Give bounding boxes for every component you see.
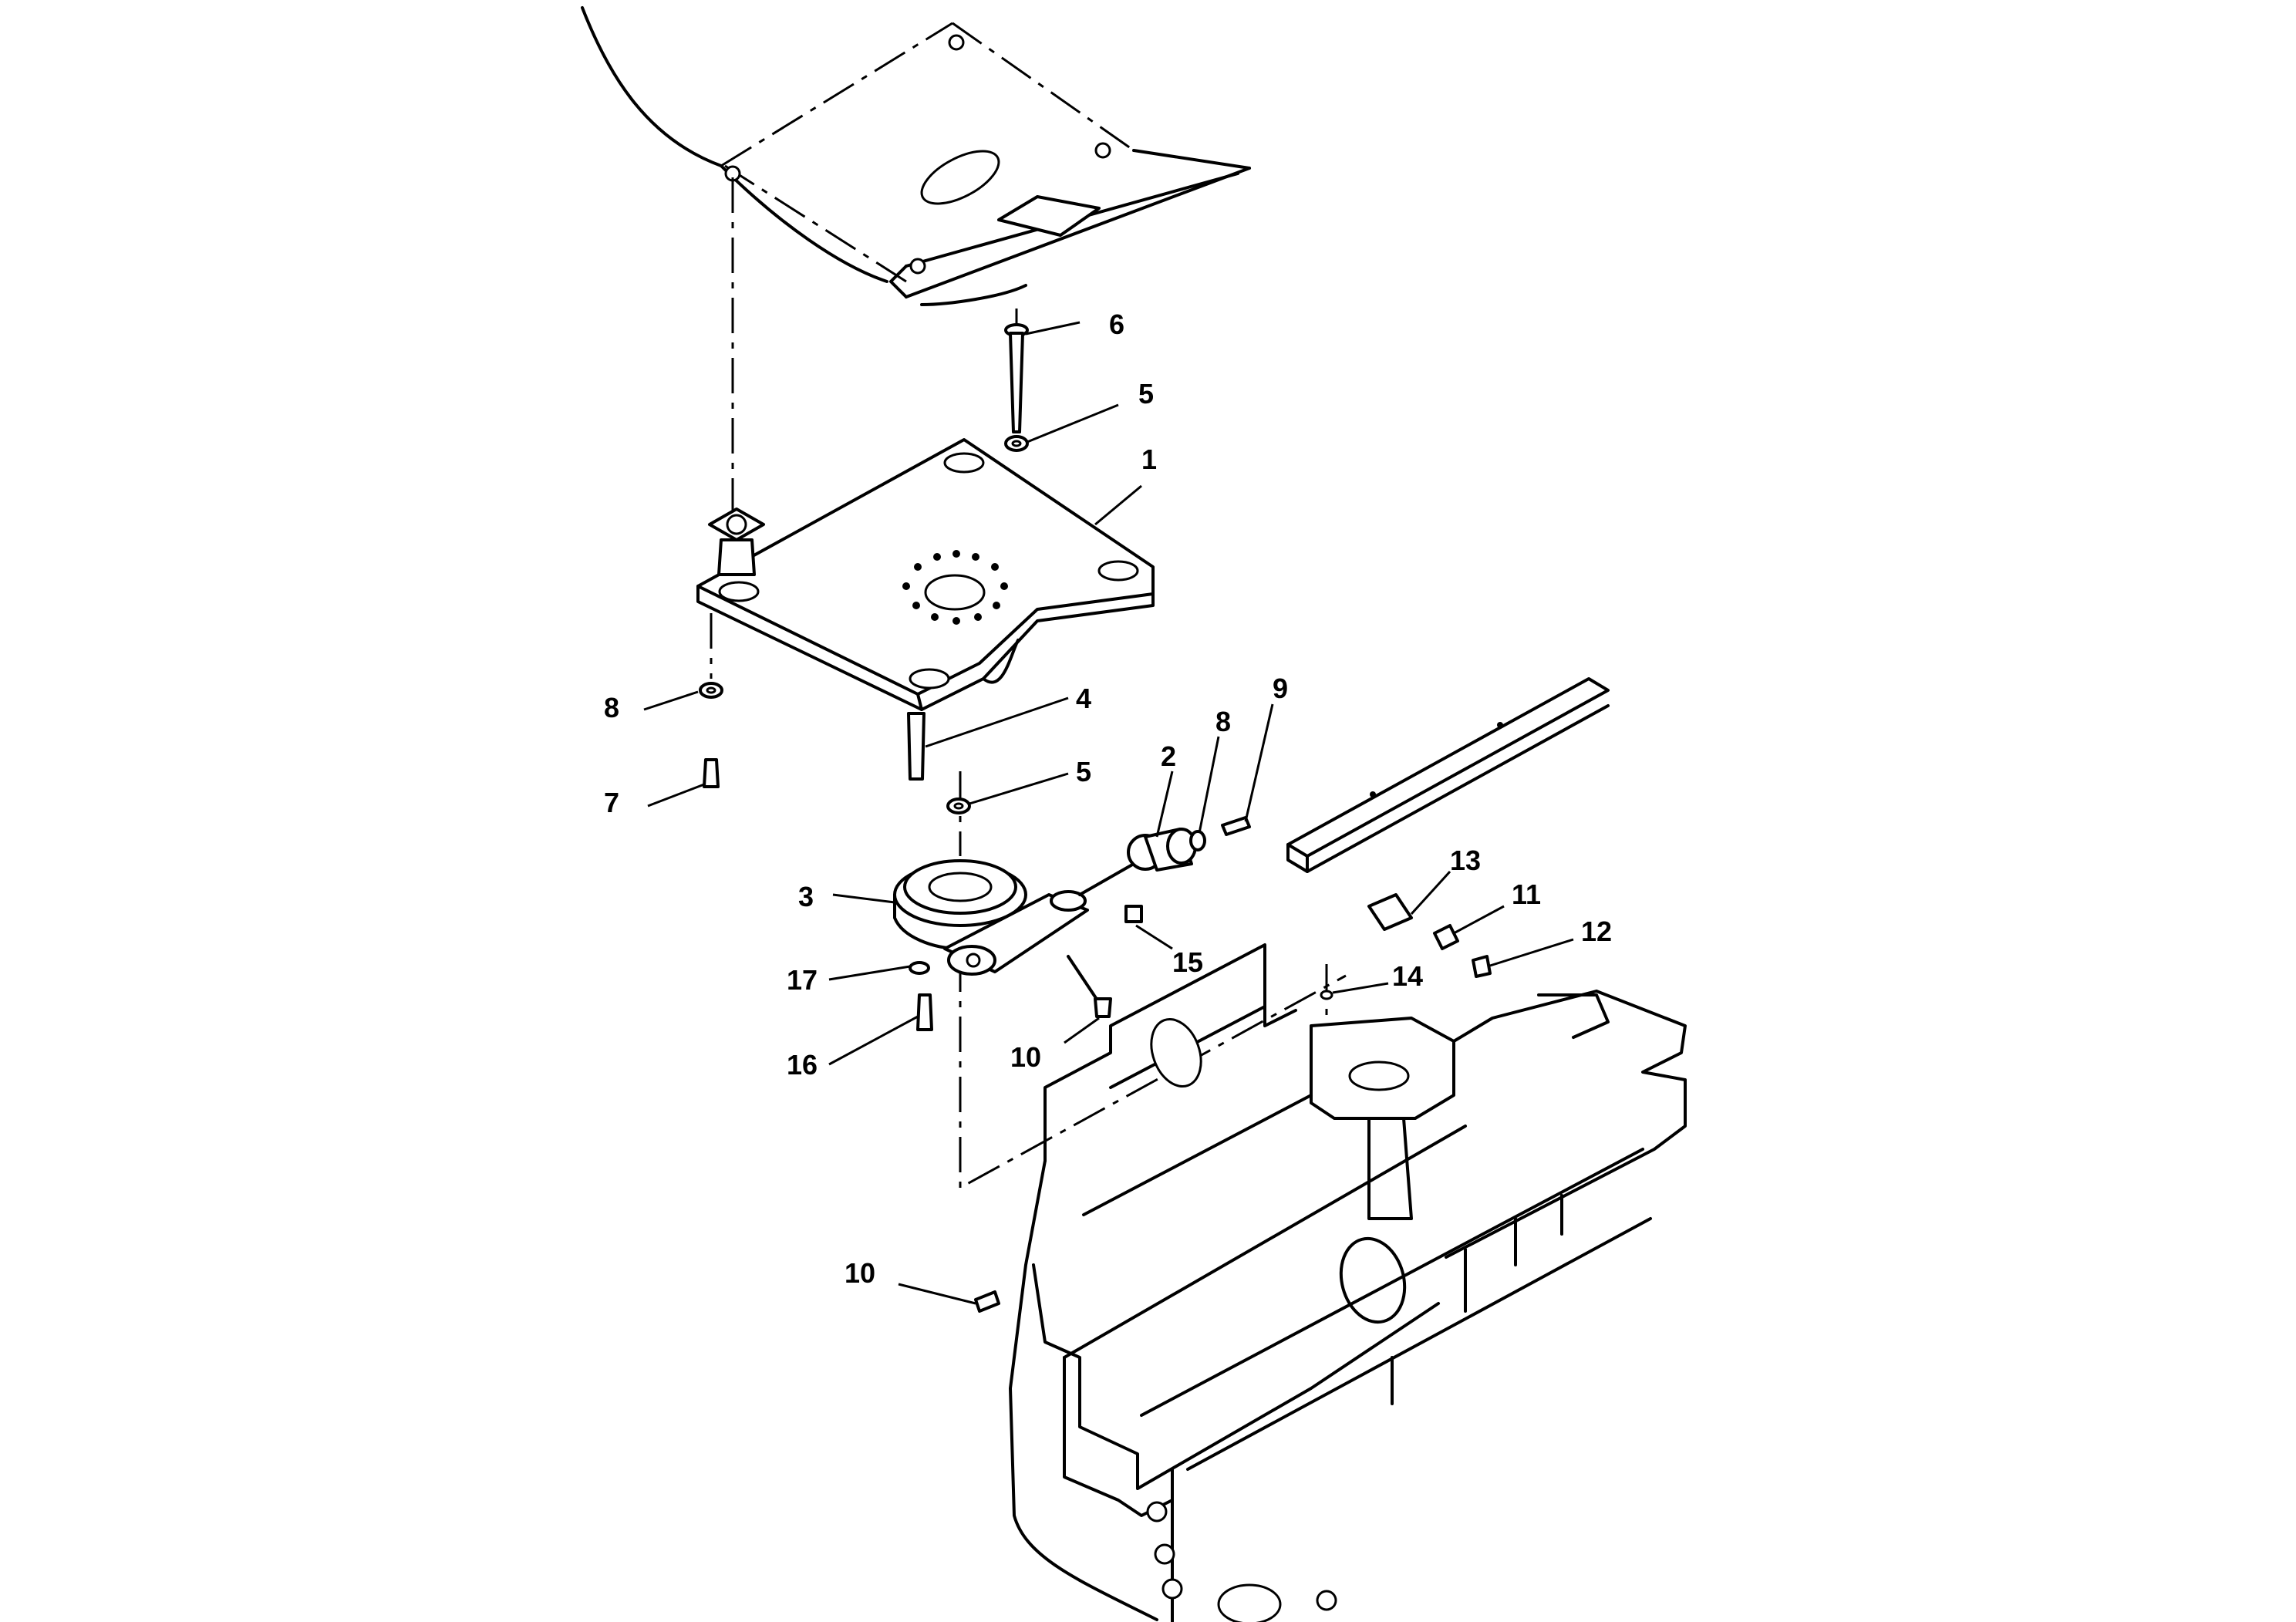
bolt-6: [1004, 323, 1029, 433]
washer-17: [909, 961, 930, 975]
fitting-13: [1367, 893, 1413, 931]
fitting-14: [1320, 990, 1333, 1000]
grease-fitting-upper: [1067, 955, 1112, 1018]
callout-11: 11: [1512, 878, 1541, 910]
callout-10-upper: 10: [1010, 1041, 1041, 1073]
callout-6: 6: [1109, 309, 1124, 340]
rubber-isolator-mount: [708, 508, 765, 576]
hydraulic-motor: [1078, 828, 1197, 896]
callout-17: 17: [787, 964, 818, 996]
bolt-circle: [902, 550, 1008, 625]
callout-16: 16: [787, 1049, 818, 1081]
callout-13: 13: [1450, 845, 1481, 876]
callout-2: 2: [1161, 740, 1176, 772]
callout-15: 15: [1172, 946, 1203, 978]
callout-12: 12: [1581, 916, 1612, 947]
grease-fitting-lower: [974, 1290, 1000, 1313]
callout-5-lower: 5: [1076, 756, 1091, 787]
washer-5-lower: [946, 798, 971, 814]
callout-10-lower: 10: [845, 1257, 875, 1289]
callout-labels: 6 5 1 8 7 4 5 2 8 9 3 13 11 12 15 17 14 …: [604, 309, 1612, 1289]
callout-14: 14: [1392, 960, 1423, 992]
rail-bracket: [1286, 677, 1610, 873]
washer-8-motor: [1189, 830, 1206, 851]
slew-gear-assembly: [893, 859, 1089, 976]
bolt-4: [907, 712, 925, 781]
callout-5-upper: 5: [1138, 378, 1154, 410]
callout-4: 4: [1076, 683, 1091, 714]
fitting-15: [1124, 905, 1143, 923]
fitting-11: [1433, 924, 1459, 950]
callout-8-left: 8: [604, 692, 619, 723]
bolt-16: [916, 993, 933, 1031]
callout-3: 3: [798, 881, 814, 912]
washer-5-upper: [1004, 435, 1029, 452]
callout-8-motor: 8: [1215, 706, 1231, 737]
base-plate: [696, 438, 1155, 711]
callout-1: 1: [1141, 443, 1157, 475]
callout-9: 9: [1273, 673, 1288, 704]
fitting-12: [1472, 955, 1492, 978]
chassis-frame: [1009, 943, 1687, 1622]
callout-7: 7: [604, 787, 619, 818]
washer-8-left: [699, 682, 723, 699]
bolt-9: [1221, 816, 1251, 836]
bolt-7: [703, 758, 720, 788]
leader-lines: [643, 321, 1574, 1305]
cover-plate: [581, 6, 1251, 306]
